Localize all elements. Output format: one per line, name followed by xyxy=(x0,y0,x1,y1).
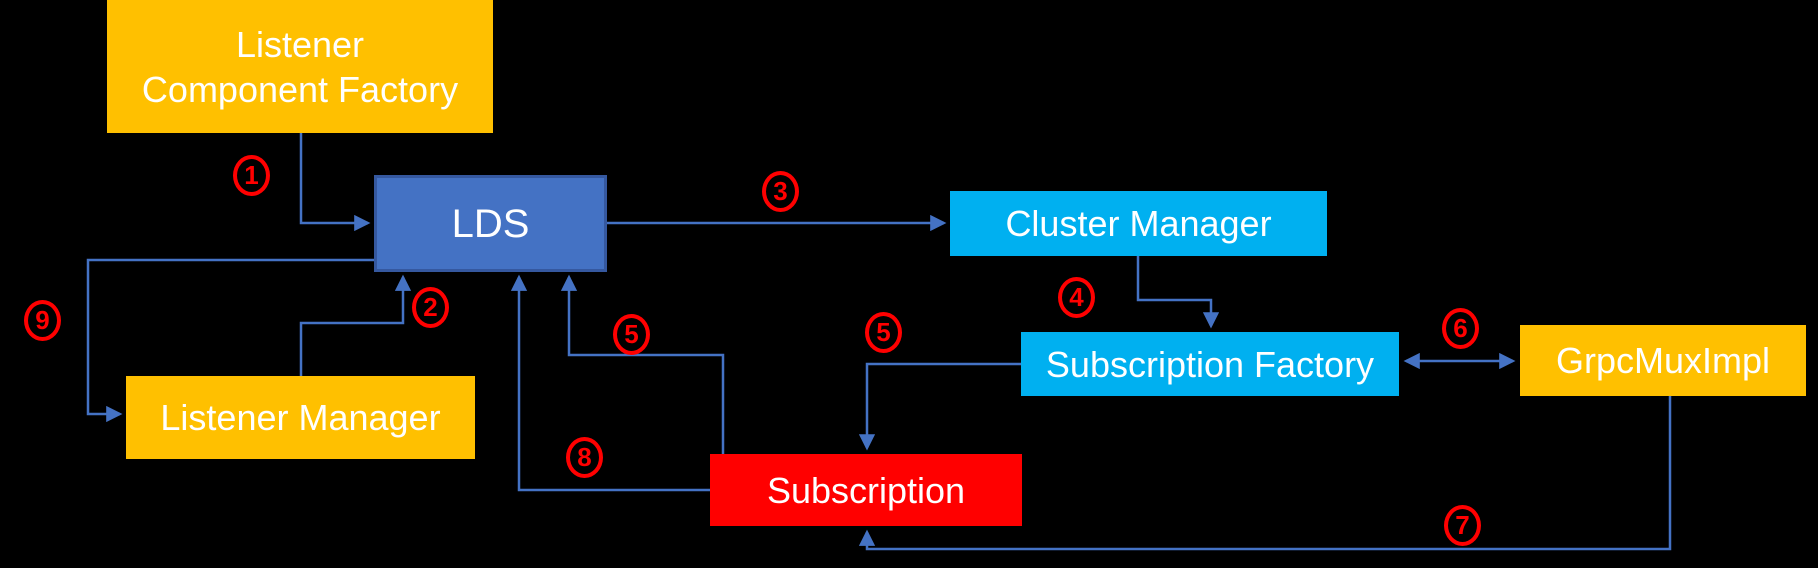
node-lds: LDS xyxy=(374,175,607,272)
node-label: Listener Manager xyxy=(160,397,441,438)
node-cluster-manager: Cluster Manager xyxy=(950,191,1327,256)
edge-8-subscription-to-lds xyxy=(510,274,710,492)
edge-5-subscription-to-lds xyxy=(560,274,725,454)
step-badge-7: 7 xyxy=(1444,505,1481,546)
step-badge-5-left: 5 xyxy=(613,314,650,355)
node-label: Cluster Manager xyxy=(1005,203,1272,244)
node-label: GrpcMuxImpl xyxy=(1555,340,1771,381)
edge-5-subscription-factory-to-subscription xyxy=(858,362,1021,451)
step-badge-8: 8 xyxy=(566,437,603,478)
step-badge-9: 9 xyxy=(24,300,61,341)
node-label: Subscription Factory xyxy=(1045,343,1375,385)
step-badge-2: 2 xyxy=(412,287,449,328)
edge-9-lds-to-listener-manager xyxy=(86,258,374,423)
node-grpcmuximpl: GrpcMuxImpl xyxy=(1520,325,1806,396)
edge-2-listener-manager-to-lds xyxy=(299,274,412,376)
step-badge-3: 3 xyxy=(762,171,799,212)
node-label-line: Listener xyxy=(235,23,365,65)
edge-1-listener-component-factory-to-lds xyxy=(299,133,371,232)
step-badge-1: 1 xyxy=(233,155,270,196)
node-label: Subscription xyxy=(766,469,966,511)
node-subscription: Subscription xyxy=(710,454,1022,526)
edge-7-grpcmuximpl-to-subscription xyxy=(858,396,1672,551)
step-badge-4: 4 xyxy=(1058,277,1095,318)
step-badge-6: 6 xyxy=(1442,308,1479,349)
node-label-line: Component Factory xyxy=(141,68,459,110)
edge-4-cluster-manager-to-subscription-factory xyxy=(1136,256,1220,329)
node-subscription-factory: Subscription Factory xyxy=(1021,332,1399,396)
node-listener-manager: Listener Manager xyxy=(126,376,475,459)
node-label: LDS xyxy=(451,201,530,246)
node-listener-component-factory: Listener Component Factory xyxy=(107,0,493,133)
step-badge-5-right: 5 xyxy=(865,312,902,353)
